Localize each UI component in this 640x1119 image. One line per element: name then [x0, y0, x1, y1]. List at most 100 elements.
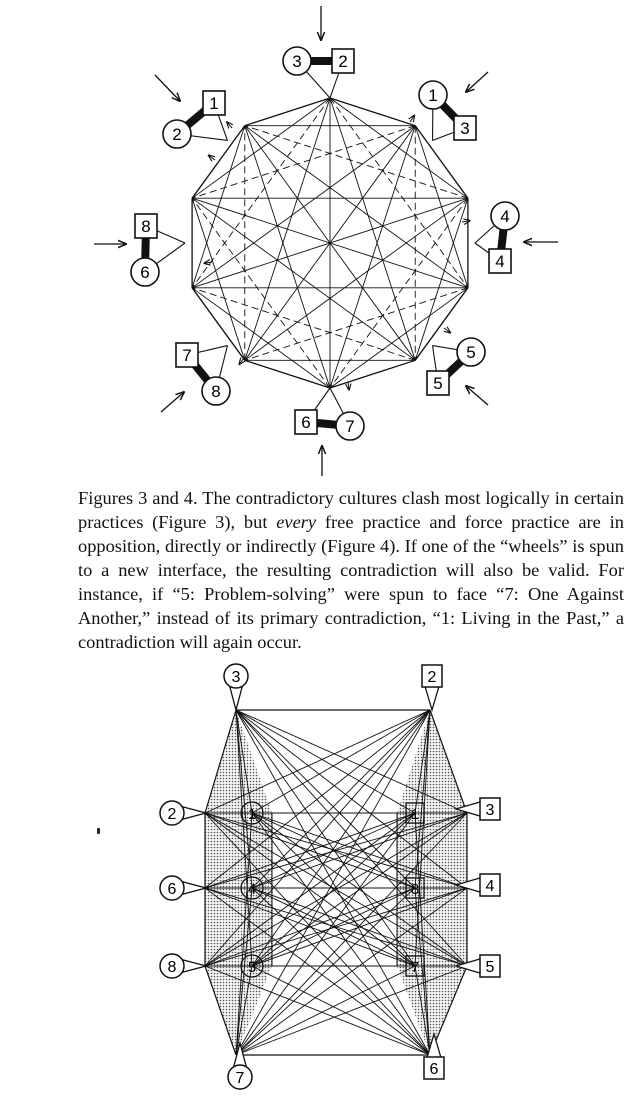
- connection-line: [235, 709, 416, 889]
- chord-arrowhead: [227, 122, 232, 128]
- spin-arrow: [154, 74, 180, 101]
- circle-node: [227, 1064, 253, 1090]
- chord-line: [191, 97, 331, 289]
- left-inner-node: 5: [240, 954, 264, 978]
- square-node: [405, 802, 425, 824]
- circle-label: 7: [236, 1070, 245, 1087]
- connection-line: [251, 812, 468, 889]
- square-node: [294, 409, 318, 435]
- connection-line: [204, 709, 431, 889]
- circle-label: 4: [248, 881, 256, 898]
- square-label: 5: [433, 374, 442, 393]
- connection-line: [251, 709, 431, 889]
- chord-line: [191, 198, 246, 361]
- circle-node: [159, 800, 185, 826]
- right-outer-node: 2: [421, 664, 443, 713]
- chord-line: [329, 97, 469, 289]
- chord-arrowhead: [204, 262, 213, 263]
- caption-text-end: free practice and force practice are in …: [78, 512, 624, 652]
- circle-node: [159, 875, 185, 901]
- square-label: 8: [411, 881, 419, 898]
- wheel-right: 44: [474, 201, 558, 274]
- square-label: 6: [301, 413, 310, 432]
- connection-line: [235, 709, 431, 1056]
- circle-node: [456, 337, 486, 367]
- circle-label: 2: [168, 806, 177, 823]
- connection-line: [251, 887, 468, 967]
- square-node: [479, 954, 501, 978]
- connection-line: [235, 965, 468, 1056]
- circle-label: 5: [466, 343, 475, 362]
- circle-label: 7: [345, 417, 354, 436]
- chord-line: [191, 287, 331, 389]
- chord-line: [329, 197, 469, 389]
- chord-line: [244, 125, 416, 361]
- connection-line: [204, 887, 416, 967]
- figure-3-connection-lines: [191, 97, 470, 390]
- square-node: [479, 797, 501, 821]
- right-outer-node: 3: [453, 797, 501, 821]
- connection-line: [414, 709, 431, 889]
- circle-node: [201, 376, 231, 406]
- chord-line: [244, 125, 469, 199]
- square-label: 6: [430, 1061, 439, 1078]
- connection-line: [204, 812, 416, 889]
- connection-line: [251, 812, 468, 967]
- circle-node: [240, 954, 264, 978]
- chord-line: [191, 197, 331, 389]
- circle-node: [130, 257, 160, 287]
- circle-label: 3: [292, 52, 301, 71]
- figure-caption: Figures 3 and 4. The contradictory cultu…: [78, 486, 624, 654]
- circle-label: 8: [211, 382, 220, 401]
- connection-line: [251, 965, 431, 1056]
- left-outer-node: 8: [159, 953, 209, 979]
- chord-line: [191, 287, 416, 361]
- square-label: 1: [411, 806, 419, 823]
- square-node: [453, 115, 477, 141]
- connection-line: [251, 887, 431, 1056]
- square-node: [488, 248, 512, 274]
- square-label: 4: [486, 878, 495, 895]
- wheel-lower-left: 78: [160, 342, 231, 413]
- chord-line: [191, 125, 246, 199]
- left-shaded-region: [205, 710, 272, 1055]
- wheel-upper-right: 31: [418, 71, 489, 141]
- chord-arrowhead: [444, 328, 450, 333]
- connection-line: [235, 812, 468, 1056]
- caption-text-start: Figures 3 and 4. The contradictory cultu…: [78, 488, 624, 532]
- circle-label: 3: [232, 669, 241, 686]
- chord-line: [191, 125, 246, 288]
- figure-4-connection-lines: [204, 709, 468, 1056]
- connection-line: [235, 709, 468, 814]
- square-node: [421, 664, 443, 688]
- square-label: 4: [495, 252, 504, 271]
- spin-arrow: [466, 386, 489, 406]
- square-label: 7: [411, 959, 419, 976]
- connection-line: [235, 709, 253, 967]
- caption-emphasis: every: [276, 512, 317, 532]
- connection-line: [235, 965, 253, 1056]
- connection-line: [235, 887, 253, 1056]
- circle-label: 8: [168, 959, 177, 976]
- circle-node: [240, 876, 264, 900]
- left-outer-node: 3: [223, 663, 249, 713]
- circle-node: [418, 80, 448, 110]
- wheel-upper-left: 12: [154, 74, 228, 149]
- circle-label: 4: [500, 207, 509, 226]
- chord-line: [329, 97, 416, 127]
- chord-line: [191, 197, 416, 361]
- connection-line: [251, 812, 416, 967]
- chord-line: [244, 287, 469, 361]
- square-node: [331, 48, 355, 74]
- chord-line: [244, 125, 469, 289]
- chord-line: [191, 287, 246, 361]
- square-node: [426, 370, 450, 396]
- circle-node: [335, 411, 365, 441]
- square-label: 7: [182, 346, 191, 365]
- left-outer-node: 7: [227, 1040, 253, 1090]
